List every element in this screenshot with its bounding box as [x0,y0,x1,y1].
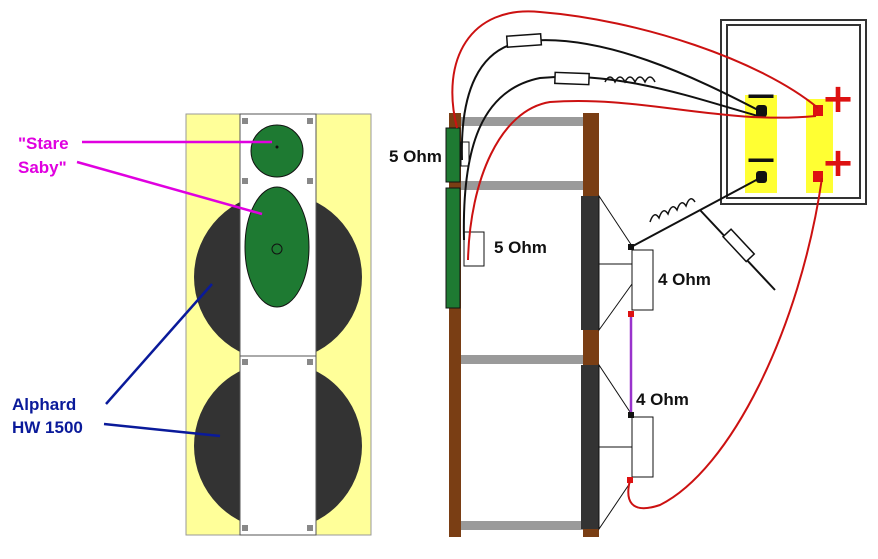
screw [307,178,313,184]
screw [242,178,248,184]
crossover-board-upper [445,127,461,183]
woofer-impedance-upper: 4 Ohm [658,270,711,289]
lower-woofer-frame [581,365,599,529]
crossover-board-lower [445,187,461,309]
inductor-coil-woofer [649,198,696,223]
screw [242,359,248,365]
speaker-front-view [185,113,372,536]
screw [242,525,248,531]
terminal-post-plus-upper [813,105,823,116]
plus-symbol-upper: + [821,76,855,122]
junction-dot [628,244,634,250]
woofer-label-line1: Alphard [12,395,76,414]
tweeter-baffle-strip [239,113,317,536]
resistor-label-upper: 5 Ohm [389,147,442,166]
tweeter-label-line2: Saby" [18,158,67,177]
woofer-pointer-lower [103,422,221,438]
red-wire-top [451,10,819,129]
minus-symbol-upper: — [747,78,775,111]
upper-woofer-magnet [631,249,654,311]
woofer-pointer-upper [105,283,213,405]
lower-tweeter [244,186,310,308]
upper-woofer-cone [598,194,633,332]
resistor-label-lower: 5 Ohm [494,238,547,257]
black-wire-upper [460,39,759,161]
woofer-impedance-lower: 4 Ohm [636,390,689,409]
woofer-label-line2: HW 1500 [12,418,83,437]
minus-symbol-lower: — [747,142,775,175]
resistor-lower [463,231,485,267]
junction-dot [628,412,634,418]
upper-tweeter-dot [275,145,279,149]
brace [459,355,585,364]
brace [459,117,585,126]
lower-woofer-magnet [631,416,654,478]
screw [307,359,313,365]
red-wire-bottom [627,177,823,510]
brace [459,181,585,190]
black-wire-middle [462,75,759,241]
inductor-coil-upper [604,76,656,84]
plus-symbol-lower: + [821,140,855,186]
inline-fuse-branch [721,228,756,263]
black-wire-woofer [630,177,761,248]
junction-dot [627,477,633,483]
terminal-post-plus-lower [813,171,823,182]
upper-tweeter [250,124,304,178]
tweeter-label-line1: "Stare [18,134,69,153]
upper-woofer-frame [581,196,599,330]
terminal-post-minus-upper [756,105,767,117]
terminal-post-minus-lower [756,171,767,183]
screw [242,118,248,124]
lower-tweeter-center [271,243,283,255]
tweeter-pointer-lower [76,160,263,216]
wiring [451,10,823,510]
screw [307,525,313,531]
brace [459,521,585,530]
screw [307,118,313,124]
junction-dot [628,311,634,317]
red-wire-middle [467,99,817,261]
inline-fuse-upper [505,33,543,48]
inline-fuse-middle [554,71,590,86]
speaker-side-view [445,113,654,537]
